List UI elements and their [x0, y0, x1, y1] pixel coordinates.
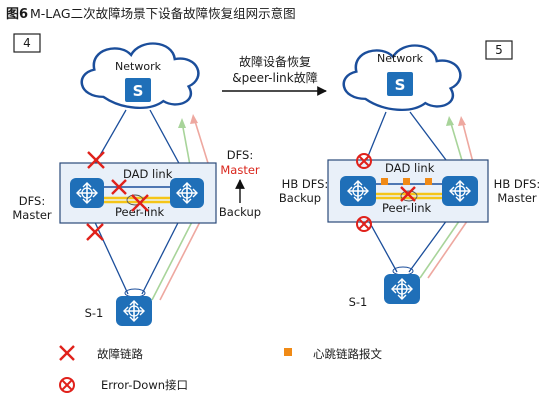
- left-step-number: 4: [23, 36, 31, 50]
- right-fault-cross-peer: [400, 186, 416, 202]
- left-switch-s1: [116, 296, 152, 326]
- right-panel: 5 Network S: [279, 40, 541, 309]
- left-panel: 4 Network S: [12, 33, 261, 326]
- right-dfs-right-line1: HB DFS:: [494, 177, 541, 191]
- legend-error-down-label: Error-Down接口: [101, 378, 188, 392]
- left-fault-cross-dad: [111, 179, 127, 195]
- left-step-badge: 4: [13, 33, 41, 53]
- left-router-icon: S: [125, 78, 151, 102]
- right-peer-link-label: Peer-link: [382, 201, 431, 215]
- left-dfs-left-line2: Master: [12, 208, 52, 222]
- right-error-down-uplink: [356, 153, 372, 169]
- left-dfs-left-line1: DFS:: [19, 194, 45, 208]
- right-error-down-downlink: [356, 216, 372, 232]
- left-device-a: [70, 178, 104, 208]
- right-dfs-right-line2: Master: [497, 191, 537, 205]
- right-switch-label: S-1: [349, 295, 368, 309]
- left-device-b: [170, 178, 204, 208]
- right-network-label: Network: [377, 52, 424, 65]
- transition-line2: &peer-link故障: [232, 70, 317, 85]
- left-dfs-right-line1: DFS:: [227, 148, 253, 162]
- right-traffic-arrows: [419, 116, 477, 279]
- left-dfs-right-line2: Master: [220, 163, 260, 177]
- left-fault-cross-uplink: [87, 151, 105, 169]
- right-dfs-left-line1: HB DFS:: [282, 177, 329, 191]
- right-device-b: [442, 176, 478, 206]
- right-router-icon: S: [387, 72, 413, 96]
- right-dfs-left-line2: Backup: [279, 191, 321, 205]
- right-dad-link-label: DAD link: [385, 161, 435, 175]
- right-heartbeat-packets: [381, 178, 432, 185]
- transition-line1: 故障设备恢复: [239, 54, 311, 69]
- svg-text:S: S: [133, 82, 144, 100]
- legend: 故障链路 Error-Down接口 心跳链路报文: [59, 345, 382, 393]
- figure-title-text: M-LAG二次故障场景下设备故障恢复组网示意图: [30, 6, 296, 21]
- left-backup-label: Backup: [219, 205, 261, 219]
- left-dad-link-label: DAD link: [123, 167, 173, 181]
- right-switch-s1: [384, 274, 420, 304]
- legend-fault-label: 故障链路: [97, 347, 143, 361]
- left-switch-label: S-1: [85, 306, 104, 320]
- figure-title: 图6 M-LAG二次故障场景下设备故障恢复组网示意图: [6, 6, 296, 22]
- figure-title-label: 图6: [6, 7, 28, 22]
- right-step-badge: 5: [485, 40, 513, 60]
- legend-error-down-icon: [59, 377, 75, 393]
- left-fault-cross-peer: [131, 194, 149, 212]
- left-peer-link-label: Peer-link: [115, 205, 164, 219]
- legend-fault-icon: [59, 345, 75, 361]
- left-network-label: Network: [115, 60, 162, 73]
- transition: 故障设备恢复 &peer-link故障: [222, 54, 327, 96]
- svg-text:S: S: [395, 76, 406, 94]
- right-step-number: 5: [495, 43, 503, 57]
- legend-heartbeat-icon: [284, 348, 292, 356]
- legend-heartbeat-label: 心跳链路报文: [313, 347, 382, 361]
- left-fault-cross-downlink: [86, 223, 104, 241]
- right-device-a: [340, 176, 376, 206]
